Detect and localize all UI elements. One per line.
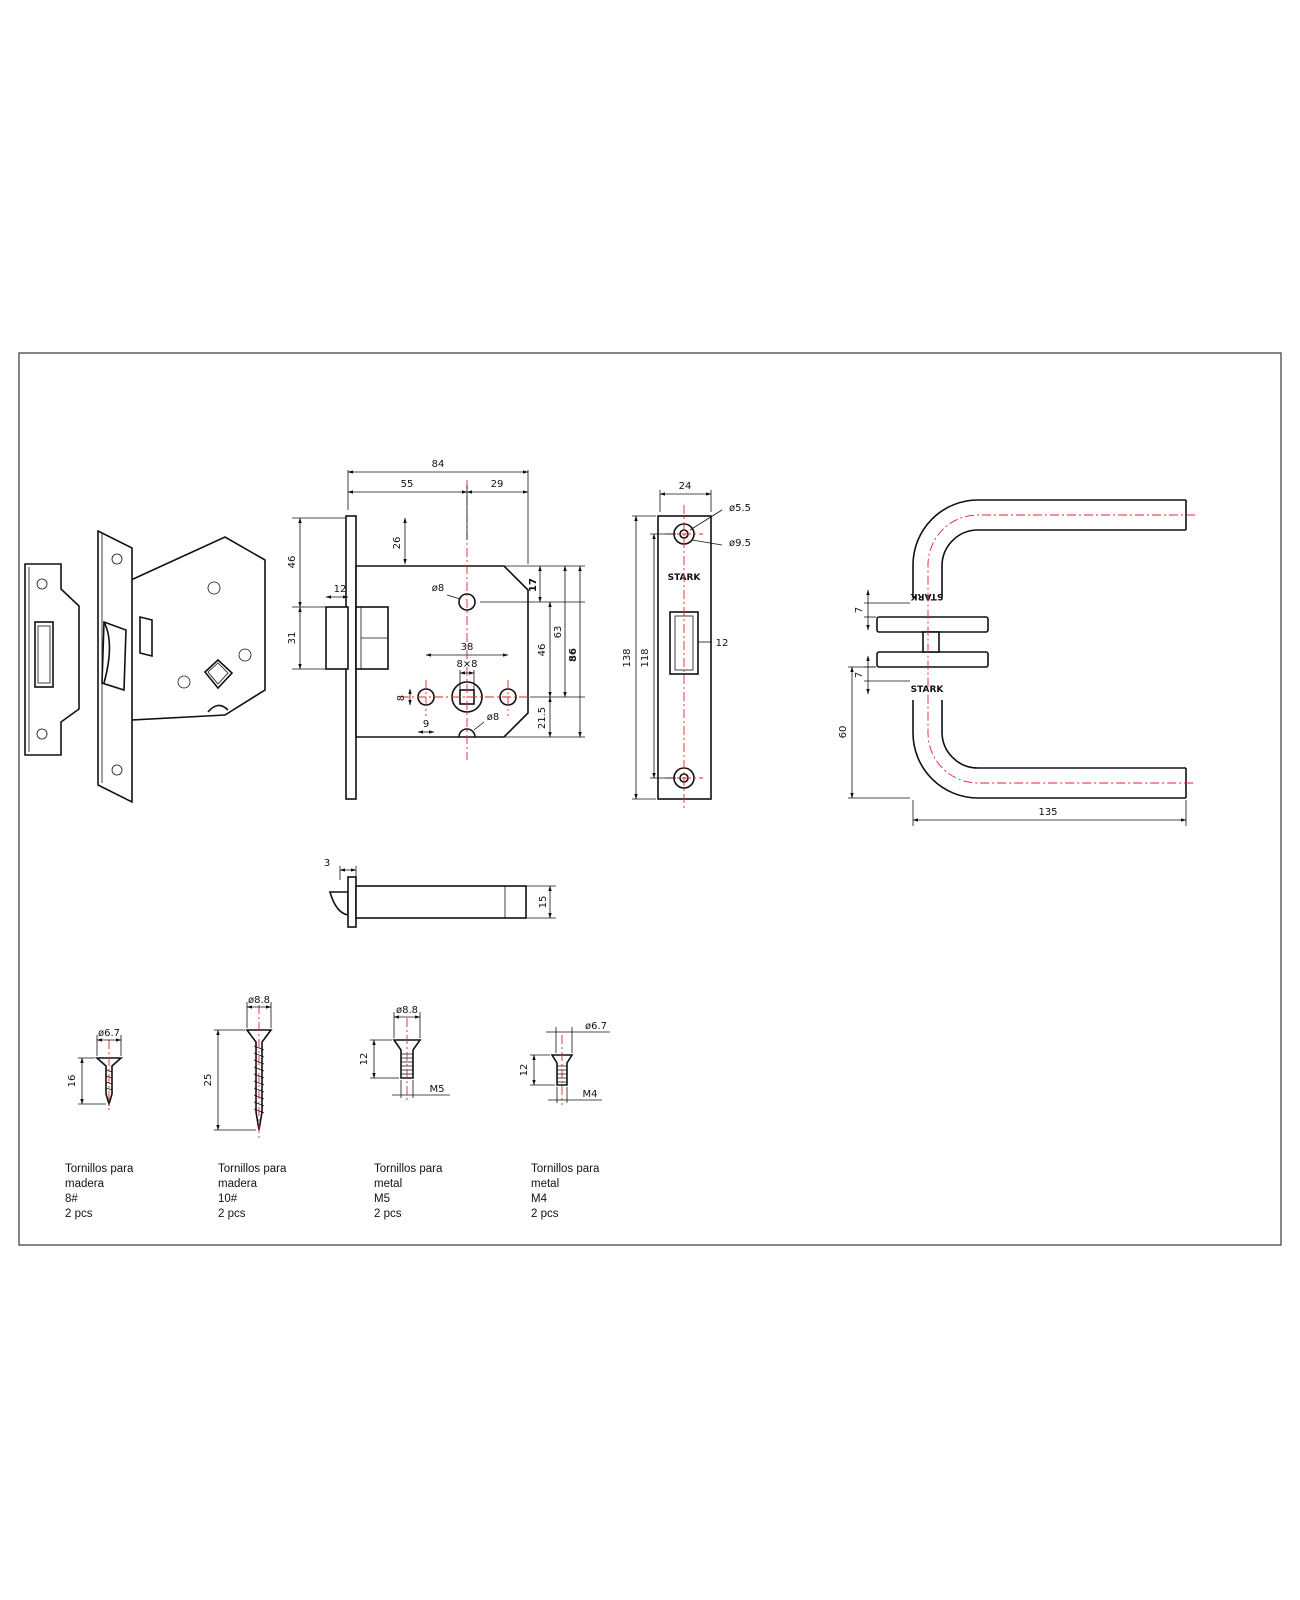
screw-3-thread: M5: [430, 1084, 445, 1095]
dim-hole-top: ø8: [432, 583, 444, 594]
handle-view: STARK STARK: [876, 499, 1195, 799]
dim-38: 38: [461, 642, 474, 653]
faceplate-brand-logo: STARK: [668, 573, 702, 583]
dim-26: 26: [392, 537, 403, 550]
screw-2-wood-10: ø8.8 25: [203, 995, 273, 1138]
dim-138: 138: [622, 648, 633, 667]
dim-118: 118: [640, 648, 651, 667]
screw-3-caption: Tornillos para metal M5 2 pcs: [374, 1163, 443, 1220]
dim-8-side: 8: [396, 695, 407, 701]
handle-dimensions: 7 7 60 135: [838, 589, 1187, 826]
dim-3: 3: [324, 858, 330, 869]
screw-4-thread: M4: [583, 1089, 598, 1100]
faceplate-dimensions: 24 ø5.5 ø9.5 138 118 12: [622, 481, 751, 800]
dim-31: 31: [287, 632, 298, 645]
screw-2-length: 25: [203, 1074, 214, 1087]
faceplate-view: STARK: [657, 505, 712, 810]
dim-12-face: 12: [716, 638, 729, 649]
dim-84: 84: [432, 459, 445, 470]
mortise-front-view: [325, 480, 530, 800]
mortise-dimensions: 84 55 29 46 31 26 12 ø8 38 8×8 8 9 ø8: [287, 459, 585, 738]
screw-4-metal-m4: ø6.7 12 M4: [519, 1021, 610, 1105]
dim-46-spindle: 46: [537, 644, 548, 657]
dim-15: 15: [538, 896, 549, 909]
handle-brand-top: STARK: [910, 591, 944, 601]
dim-9: 9: [423, 719, 429, 730]
dim-135: 135: [1038, 807, 1057, 818]
dim-hole-bottom: ø8: [487, 712, 499, 723]
screw-1-dia: ø6.7: [98, 1028, 120, 1039]
screw-1-length: 16: [67, 1075, 78, 1088]
screw-1-caption: Tornillos para madera 8# 2 pcs: [65, 1163, 134, 1220]
screw-2-dia: ø8.8: [248, 995, 270, 1006]
latch-side-view: 3 15: [324, 858, 556, 928]
screw-3-dia: ø8.8: [396, 1005, 418, 1016]
dim-17: 17: [528, 578, 539, 592]
drawing-frame: [18, 352, 1282, 1246]
dim-21-5: 21.5: [537, 707, 548, 729]
handle-brand-bottom: STARK: [911, 685, 945, 695]
dim-9-5: ø9.5: [729, 538, 751, 549]
dim-46-top: 46: [287, 556, 298, 569]
dim-12-latch: 12: [334, 584, 347, 595]
isometric-lock-view: [24, 529, 266, 804]
dim-square: 8×8: [456, 659, 477, 670]
dim-29: 29: [491, 479, 504, 490]
dim-5-5: ø5.5: [729, 503, 751, 514]
dim-86: 86: [568, 648, 579, 662]
screw-3-length: 12: [359, 1053, 370, 1066]
dim-55: 55: [401, 479, 414, 490]
dim-63: 63: [553, 626, 564, 639]
dim-7-top: 7: [854, 607, 865, 613]
dim-24: 24: [679, 481, 692, 492]
screw-4-caption: Tornillos para metal M4 2 pcs: [531, 1163, 600, 1220]
dim-60: 60: [838, 726, 849, 739]
screw-4-length: 12: [519, 1064, 530, 1077]
dim-7-bottom: 7: [854, 672, 865, 678]
screw-1-wood-8: ø6.7 16: [67, 1028, 124, 1110]
screw-2-caption: Tornillos para madera 10# 2 pcs: [218, 1163, 287, 1220]
screw-3-metal-m5: ø8.8 12 M5: [359, 1005, 450, 1100]
screw-4-dia: ø6.7: [585, 1021, 607, 1032]
